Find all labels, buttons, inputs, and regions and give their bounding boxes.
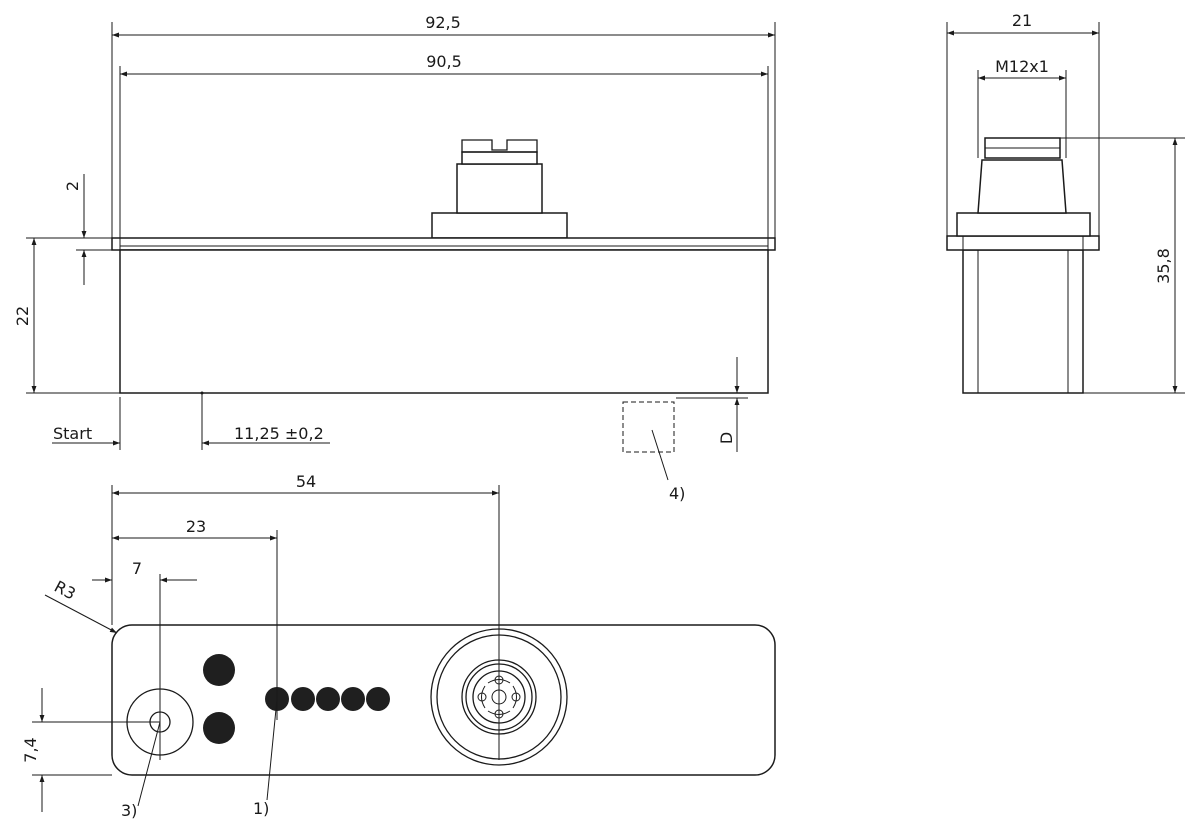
- side-housing: [962, 249, 1084, 394]
- indicator-led: [366, 687, 390, 711]
- indicator-led: [291, 687, 315, 711]
- front-connector: [431, 139, 568, 239]
- dim-corner-radius: R3: [51, 577, 79, 604]
- dim-start-offset: 11,25 ±0,2: [234, 424, 324, 443]
- front-housing: [119, 249, 769, 394]
- dim-connector-pos: 54: [296, 472, 316, 491]
- dim-flange-thickness: 2: [63, 181, 82, 191]
- dim-overall-length: 92,5: [425, 13, 461, 32]
- dim-total-height: 35,8: [1154, 248, 1173, 284]
- dim-led-pos: 23: [186, 517, 206, 536]
- status-led: [203, 654, 235, 686]
- dim-depth: D: [717, 432, 736, 444]
- dim-thread: M12x1: [995, 57, 1049, 76]
- front-flange: [111, 237, 776, 251]
- target-zone: [622, 401, 675, 453]
- callout-leds: 1): [253, 799, 269, 818]
- side-view: 21 M12x1 35,8: [946, 11, 1185, 394]
- dim-width: 21: [1012, 11, 1032, 30]
- indicator-led: [316, 687, 340, 711]
- dim-body-height: 22: [13, 306, 32, 326]
- dim-hole-pos: 7: [132, 559, 142, 578]
- dim-body-length: 90,5: [426, 52, 462, 71]
- status-led: [203, 712, 235, 744]
- top-housing: [111, 624, 776, 776]
- side-nut: [946, 235, 1100, 251]
- indicator-led: [341, 687, 365, 711]
- callout-hole: 3): [121, 801, 137, 820]
- callout-target: 4): [669, 484, 685, 503]
- front-view: 92,5 90,5 2 22 Start 11,25 ±0,2 D 4): [13, 13, 776, 503]
- top-view: 54 23 7 R3 7,4 3) 1): [21, 472, 776, 820]
- dim-hole-height: 7,4: [21, 737, 40, 762]
- start-label: Start: [53, 424, 92, 443]
